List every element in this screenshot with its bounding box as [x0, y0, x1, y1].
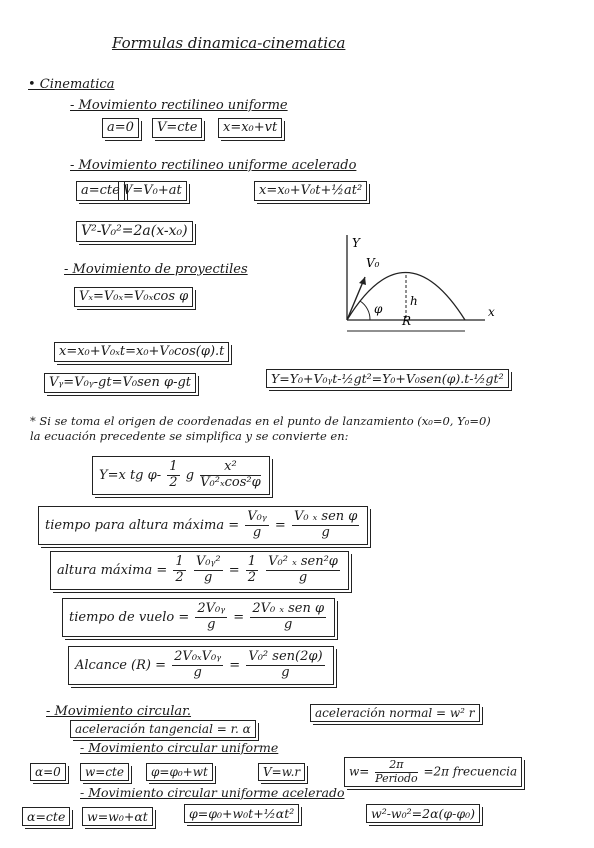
- diagram-x-label: x: [488, 305, 495, 319]
- circular-heading: - Movimiento circular.: [46, 704, 192, 719]
- formula-an: aceleración normal = w² r: [310, 704, 480, 723]
- mcu-w-eq: w=: [349, 764, 370, 779]
- formula-mrua-v2: V²-V₀²=2a(x-x₀): [76, 221, 193, 242]
- mcu-heading: - Movimiento circular uniforme: [80, 740, 279, 755]
- traj-half-num: 1: [167, 459, 180, 476]
- formula-mru-x: x=x₀+vt: [218, 118, 283, 138]
- diagram-r-label: R: [401, 314, 411, 328]
- formula-mcua-w: w=w₀+αt: [82, 807, 153, 826]
- formula-vx: Vₓ=V₀ₓ=V₀ₓcos φ: [74, 287, 194, 307]
- note-line-1: * Si se toma el origen de coordenadas en…: [30, 414, 491, 428]
- angle-arc: [359, 300, 371, 321]
- mrua-heading: - Movimiento rectilineo uniforme acelera…: [70, 158, 357, 173]
- mcua-heading: - Movimiento circular uniforme acelerado: [80, 785, 345, 800]
- traj-g: g: [185, 467, 195, 483]
- diagram-v0-label: V₀: [366, 256, 380, 270]
- velocity-vector: [346, 276, 366, 321]
- hmax-lhs: altura máxima =: [57, 562, 168, 578]
- formula-at: aceleración tangencial = r. α: [70, 720, 256, 739]
- traj-half-den: 2: [169, 474, 178, 490]
- alcance-d2: g: [281, 664, 290, 680]
- tvuelo-n1: 2V₀ᵧ: [195, 601, 228, 618]
- diagram-h-label: h: [410, 294, 418, 308]
- tmax-d1: g: [252, 524, 262, 540]
- formula-mcu-alpha: α=0: [30, 763, 66, 782]
- formula-mcua-phi: φ=φ₀+w₀t+½αt²: [184, 804, 300, 823]
- hmax-d1: g: [204, 569, 213, 585]
- velocity-arrowhead: [359, 277, 366, 285]
- hmax-a1: 1: [173, 554, 186, 571]
- alcance-d1: g: [193, 664, 202, 680]
- tvuelo-d2: g: [284, 616, 293, 632]
- formula-x: x=x₀+V₀ₓt=x₀+V₀cos(φ).t: [54, 342, 230, 362]
- tmax-eq: =: [274, 517, 286, 533]
- mcu-period-den: Periodo: [375, 771, 418, 785]
- formula-mrua-a: a=cte: [76, 181, 125, 201]
- hmax-eq: =: [228, 562, 240, 578]
- formula-mrua-v: V=V₀+at: [118, 181, 187, 201]
- hmax-b2: 2: [247, 569, 257, 585]
- alcance-n1: 2V₀ₓV₀ᵧ: [172, 649, 224, 666]
- hmax-n2: V₀² ₓ sen²φ: [266, 554, 340, 571]
- formula-vy: Vᵧ=V₀ᵧ-gt=V₀sen φ-gt: [44, 373, 197, 393]
- formula-mcu-w: w=cte: [80, 763, 129, 782]
- traj-den: V₀²ₓcos²φ: [200, 474, 261, 490]
- formula-mcu-phi: φ=φ₀+wt: [146, 763, 213, 782]
- diagram-y-label: Y: [352, 236, 361, 250]
- proyectiles-heading: - Movimiento de proyectiles: [64, 262, 248, 277]
- formula-mrua-x: x=x₀+V₀t+½at²: [254, 181, 368, 201]
- traj-lhs: Y=x tg φ-: [99, 467, 162, 483]
- note-line-2: la ecuación precedente se simplifica y s…: [30, 429, 349, 443]
- tmax-n1: V₀ᵧ: [245, 509, 269, 526]
- tmax-d2: g: [321, 524, 330, 540]
- section-heading: • Cinematica: [28, 77, 115, 92]
- formula-y: Y=Y₀+V₀ᵧt-½gt²=Y₀+V₀sen(φ).t-½gt²: [266, 369, 509, 388]
- formula-mru-v: V=cte: [152, 118, 203, 138]
- traj-num: x²: [200, 459, 261, 476]
- formula-mcu-v: V=w.r: [258, 763, 306, 782]
- tvuelo-lhs: tiempo de vuelo =: [69, 609, 190, 625]
- page-title: Formulas dinamica-cinematica: [112, 34, 346, 52]
- formula-mcua-w2: w²-w₀²=2α(φ-φ₀): [366, 804, 481, 823]
- alcance-lhs: Alcance (R) =: [75, 657, 167, 673]
- tvuelo-eq: =: [233, 609, 245, 625]
- mru-heading: - Movimiento rectilineo uniforme: [70, 98, 288, 113]
- tvuelo-n2: 2V₀ ₓ sen φ: [250, 601, 327, 618]
- hmax-a2: 1: [245, 554, 259, 571]
- hmax-b1: 2: [175, 569, 184, 585]
- mcu-period-num: 2π: [375, 758, 418, 773]
- tmax-n2: V₀ ₓ sen φ: [291, 509, 360, 526]
- trajectory-diagram: Y V₀ φ h R x: [346, 235, 495, 332]
- formula-mru-a: a=0: [102, 118, 139, 138]
- trajectory-curve: [346, 271, 466, 321]
- hmax-n1: V₀ᵧ²: [193, 554, 223, 571]
- diagram-phi-label: φ: [374, 302, 383, 316]
- mcu-frecuencia: =2π frecuencia: [423, 764, 518, 779]
- tvuelo-d1: g: [207, 616, 216, 632]
- tmax-lhs: tiempo para altura máxima =: [45, 517, 240, 533]
- formula-mcua-alpha: α=cte: [22, 807, 71, 826]
- alcance-eq: =: [229, 657, 241, 673]
- alcance-n2: V₀² sen(2φ): [246, 649, 325, 666]
- hmax-d2: g: [298, 569, 308, 585]
